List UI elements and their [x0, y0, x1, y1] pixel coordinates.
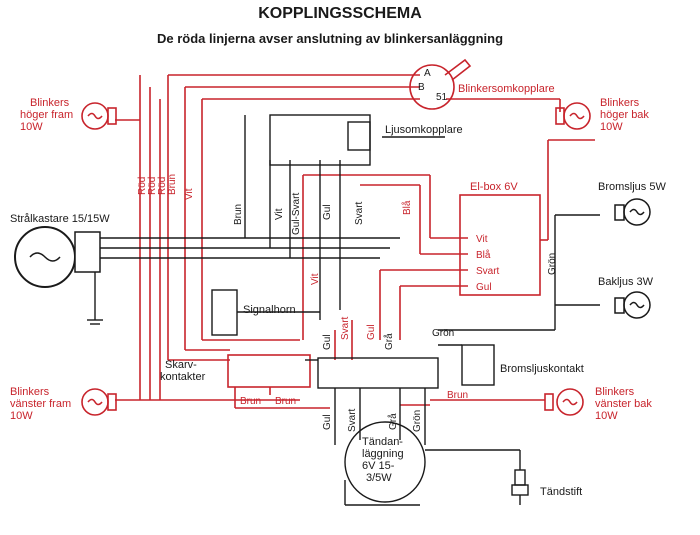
blinker-front-left-l3: 10W [10, 410, 33, 422]
blinker-rear-right-l2: höger bak [600, 109, 649, 121]
switch-terminal-a: A [424, 68, 431, 79]
switch-terminal-b: B [418, 82, 425, 93]
blinker-front-right-l1: Blinkers [30, 97, 70, 109]
blinker-front-right-bulb [81, 102, 117, 130]
wire-label-vit: Vit [274, 208, 285, 220]
blinker-front-left-l1: Blinkers [10, 386, 50, 398]
horn-label: Signalhorn [243, 304, 296, 316]
ignition-l3: 6V 15- [362, 460, 395, 472]
wire-label-rod-1: Röd [137, 177, 148, 195]
blinker-front-right-l3: 10W [20, 121, 43, 133]
wire-label-brun-bottom-2: Brun [275, 396, 296, 407]
wire-label-gul-svart: Gul-Svart [291, 193, 302, 235]
wire-label-gron-ign: Grön [412, 410, 423, 432]
wire-label-vit-red: Vit [184, 188, 195, 200]
elbox-terminal-svart: Svart [476, 266, 500, 277]
wire-label-brun: Brun [233, 204, 244, 225]
elbox-terminal-vit: Vit [476, 234, 488, 245]
wire-label-rod-3: Röd [157, 177, 168, 195]
wire-label-brun-bottom-1: Brun [240, 396, 261, 407]
blinker-rear-left-l2: vänster bak [595, 398, 652, 410]
blinker-switch [409, 58, 472, 110]
blinker-rear-right-l3: 10W [600, 121, 623, 133]
elbox-terminal-gul: Gul [476, 282, 492, 293]
wire-label-svart-mid: Svart [340, 316, 351, 340]
brake-light-label: Bromsljus 5W [598, 181, 666, 193]
wire-label-bla: Blå [401, 200, 413, 215]
joint-contacts-l1: Skarv- [165, 359, 197, 371]
ignition-l4: 3/5W [366, 472, 392, 484]
spark-plug-label: Tändstift [540, 486, 582, 498]
switch-terminal-51: 51 [436, 92, 448, 103]
wire-label-gul: Gul [322, 204, 333, 220]
black-wires [87, 114, 600, 506]
light-switch-label: Ljusomkopplare [385, 124, 463, 136]
brake-switch-label: Bromsljuskontakt [500, 363, 584, 375]
tail-light-label: Bakljus 3W [598, 276, 654, 288]
diagram-subtitle: De röda linjerna avser anslutning av bli… [157, 31, 503, 46]
diagram-title: KOPPLINGSSCHEMA [258, 5, 422, 22]
joint-contacts-l2: kontakter [160, 371, 206, 383]
blinker-front-right-l2: höger fram [20, 109, 73, 121]
brake-light-bulb [614, 198, 651, 226]
wire-label-gron: Grön [547, 253, 558, 275]
blinker-switch-label: Blinkersomkopplare [458, 83, 555, 95]
ignition-l1: Tändan- [362, 436, 403, 448]
wire-label-rod-2: Röd [147, 177, 158, 195]
wire-label-gul-red-mid: Gul [366, 324, 377, 340]
tail-light-bulb [614, 291, 651, 319]
blinker-front-left-bulb [81, 388, 117, 416]
blinker-rear-right-bulb [555, 102, 591, 130]
wire-label-gron-top: Grön [432, 328, 454, 339]
wire-label-gul-ign: Gul [322, 414, 333, 430]
blinker-rear-right-l1: Blinkers [600, 97, 640, 109]
blinker-rear-left-bulb [544, 388, 584, 416]
elbox-terminal-bla: Blå [476, 249, 491, 261]
wire-label-svart: Svart [354, 201, 365, 225]
wire-label-brun-red: Brun [167, 174, 178, 195]
blinker-front-left-l2: vänster fram [10, 398, 71, 410]
ignition-l2: läggning [362, 448, 404, 460]
spark-plug [511, 469, 529, 505]
wire-label-gul-mid: Gul [322, 334, 333, 350]
wire-label-vit-elbox: Vit [310, 273, 321, 285]
wire-label-svart-ign: Svart [347, 408, 358, 432]
wire-label-brun-right: Brun [447, 390, 468, 401]
blinker-rear-left-l3: 10W [595, 410, 618, 422]
wire-label-gra-mid: Grå [383, 333, 395, 350]
headlamp [14, 226, 101, 288]
blinker-rear-left-l1: Blinkers [595, 386, 635, 398]
headlamp-label: Strålkastare 15/15W [10, 213, 110, 225]
wire-label-gra-ign: Grå [387, 413, 399, 430]
elbox-title: El-box 6V [470, 181, 518, 193]
